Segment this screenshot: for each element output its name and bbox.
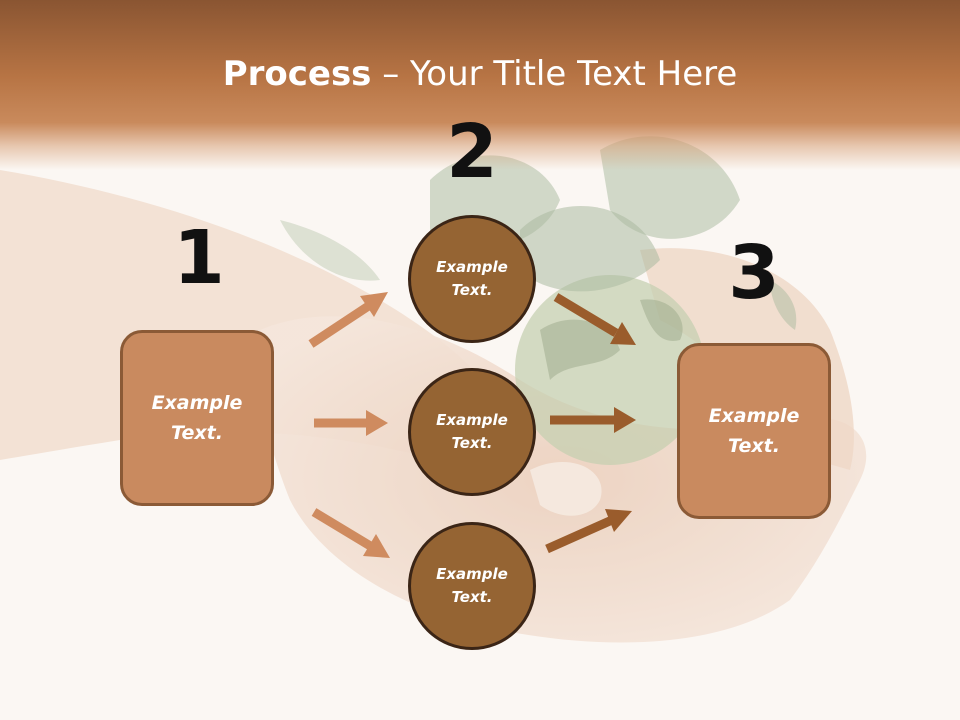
slide-title: Process – Your Title Text Here [0, 52, 960, 96]
arrow-bottom-to-3 [545, 509, 632, 554]
step-number-2: 2 [446, 109, 498, 195]
step-box-1: Example Text. [120, 330, 274, 506]
arrow-1-to-bottom [311, 508, 390, 558]
title-bold-part: Process [222, 54, 372, 94]
step-circle-bottom: Example Text. [408, 522, 536, 650]
step-box-3-text: Example Text. [708, 405, 800, 457]
step-circle-top: Example Text. [408, 215, 536, 343]
step-circle-middle: Example Text. [408, 368, 536, 496]
arrow-middle-to-3 [550, 407, 636, 433]
step-number-3: 3 [728, 230, 780, 316]
step-circle-bottom-text: Example Text. [436, 565, 508, 606]
step-number-1: 1 [173, 215, 225, 301]
step-circle-middle-text: Example Text. [436, 411, 508, 452]
header-band [0, 0, 960, 170]
title-rest-part: – Your Title Text Here [371, 54, 738, 94]
arrow-1-to-top [308, 292, 388, 348]
arrow-top-to-3 [553, 293, 636, 345]
arrow-1-to-middle [314, 410, 388, 436]
step-box-3: Example Text. [677, 343, 831, 519]
step-box-1-text: Example Text. [151, 392, 243, 444]
step-circle-top-text: Example Text. [436, 258, 508, 299]
